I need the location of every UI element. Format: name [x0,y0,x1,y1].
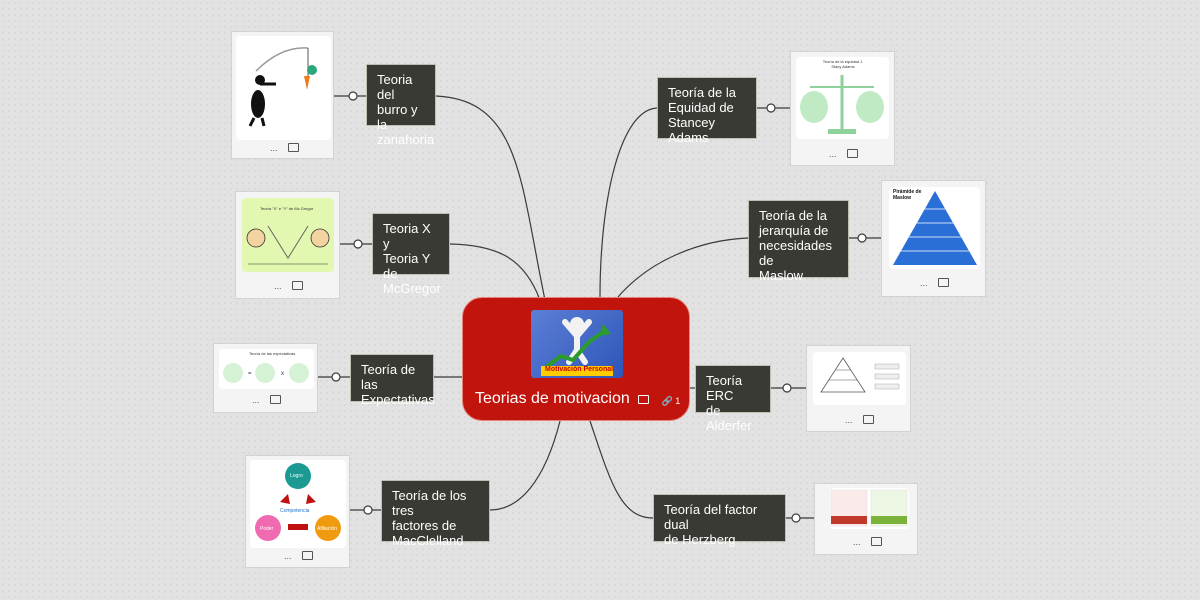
maccl-afiliacion: Afiliación [317,526,338,532]
maccl-competencia: Competencia [280,508,310,514]
image-icon[interactable] [847,149,859,158]
topic-herzberg[interactable]: Teoría del factor dual de Herzberg [653,494,786,547]
link-maslow [617,237,749,298]
thumb-expect-title: Teoría de las expectativas [249,351,296,356]
thumb-burro [236,36,331,140]
svg-text:x: x [281,371,284,377]
topic-expectativas[interactable]: Teoría de las Expectativas [350,354,435,407]
image-icon[interactable] [302,551,314,560]
topic-erc-alderfer[interactable]: Teoría ERC de Alderfer [695,365,771,433]
thumb-herzberg [830,488,909,529]
image-icon[interactable] [292,281,304,290]
link-herzberg [589,420,654,519]
thumb-xy-title: Teoría "X" e "Y" de Mc Gregor [260,206,314,211]
card-burro[interactable]: ... [231,31,334,159]
maccl-logro: Logro [290,473,303,479]
topic-teoria-xy[interactable]: Teoria X y Teoria Y de McGregor [372,213,450,296]
card-erc[interactable]: ... [806,345,911,432]
image-icon[interactable] [938,278,950,287]
svg-text:=: = [248,371,252,377]
link-equidad [599,107,658,298]
card-teoria-xy[interactable]: Teoría "X" e "Y" de Mc Gregor ... [235,191,340,299]
image-icon[interactable] [871,537,883,546]
card-maslow[interactable]: Pirámide de Maslow ... [881,180,986,297]
link-xy [449,243,541,301]
maccl-poder: Poder [260,526,274,532]
topic-macclelland[interactable]: Teoría de los tres factores de MacClella… [381,480,490,548]
link-burro [435,95,546,301]
image-icon[interactable] [288,143,300,152]
thumb-equidad-title: Teoría de la equidad J. Stacy Adams [822,59,864,69]
motivation-figure-icon [541,317,613,376]
card-equidad[interactable]: Teoría de la equidad J. Stacy Adams ... [790,51,895,166]
thumb-maslow: Pirámide de Maslow [889,187,980,269]
card-macclelland[interactable]: Logro Competencia Poder Afiliación ... [245,455,350,568]
card-dots: ... [270,143,278,153]
topic-equidad-adams[interactable]: Teoría de la Equidad de Stancey Adams [657,77,757,145]
thumb-macclelland: Logro Competencia Poder Afiliación [250,460,346,548]
central-topic[interactable]: Motivación Personal Teorias de motivacio… [462,297,690,421]
link-icon[interactable]: 🔗 [661,396,673,406]
image-icon[interactable] [638,395,649,404]
link-count: 1 [675,396,681,406]
thumb-expectativas: Teoría de las expectativas = x [219,349,314,389]
card-expectativas[interactable]: Teoría de las expectativas = x ... [213,343,318,413]
card-herzberg[interactable]: ... [814,483,918,555]
central-image[interactable]: Motivación Personal [531,310,623,378]
link-maccl [489,420,561,511]
topic-maslow[interactable]: Teoría de la jerarquía de necesidades de… [748,200,849,283]
image-icon[interactable] [863,415,875,424]
thumb-equidad: Teoría de la equidad J. Stacy Adams [796,57,889,139]
thumb-erc [813,352,906,405]
thumb-teoria-xy: Teoría "X" e "Y" de Mc Gregor [242,198,334,272]
topic-burro-zanahoria[interactable]: Teoria del burro y la zanahoria [366,64,436,147]
central-title: Teorias de motivacion [475,390,630,407]
thumb-maslow-title: Pirámide de Maslow [893,189,922,201]
image-icon[interactable] [270,395,282,404]
central-image-caption: Motivación Personal [545,366,614,373]
